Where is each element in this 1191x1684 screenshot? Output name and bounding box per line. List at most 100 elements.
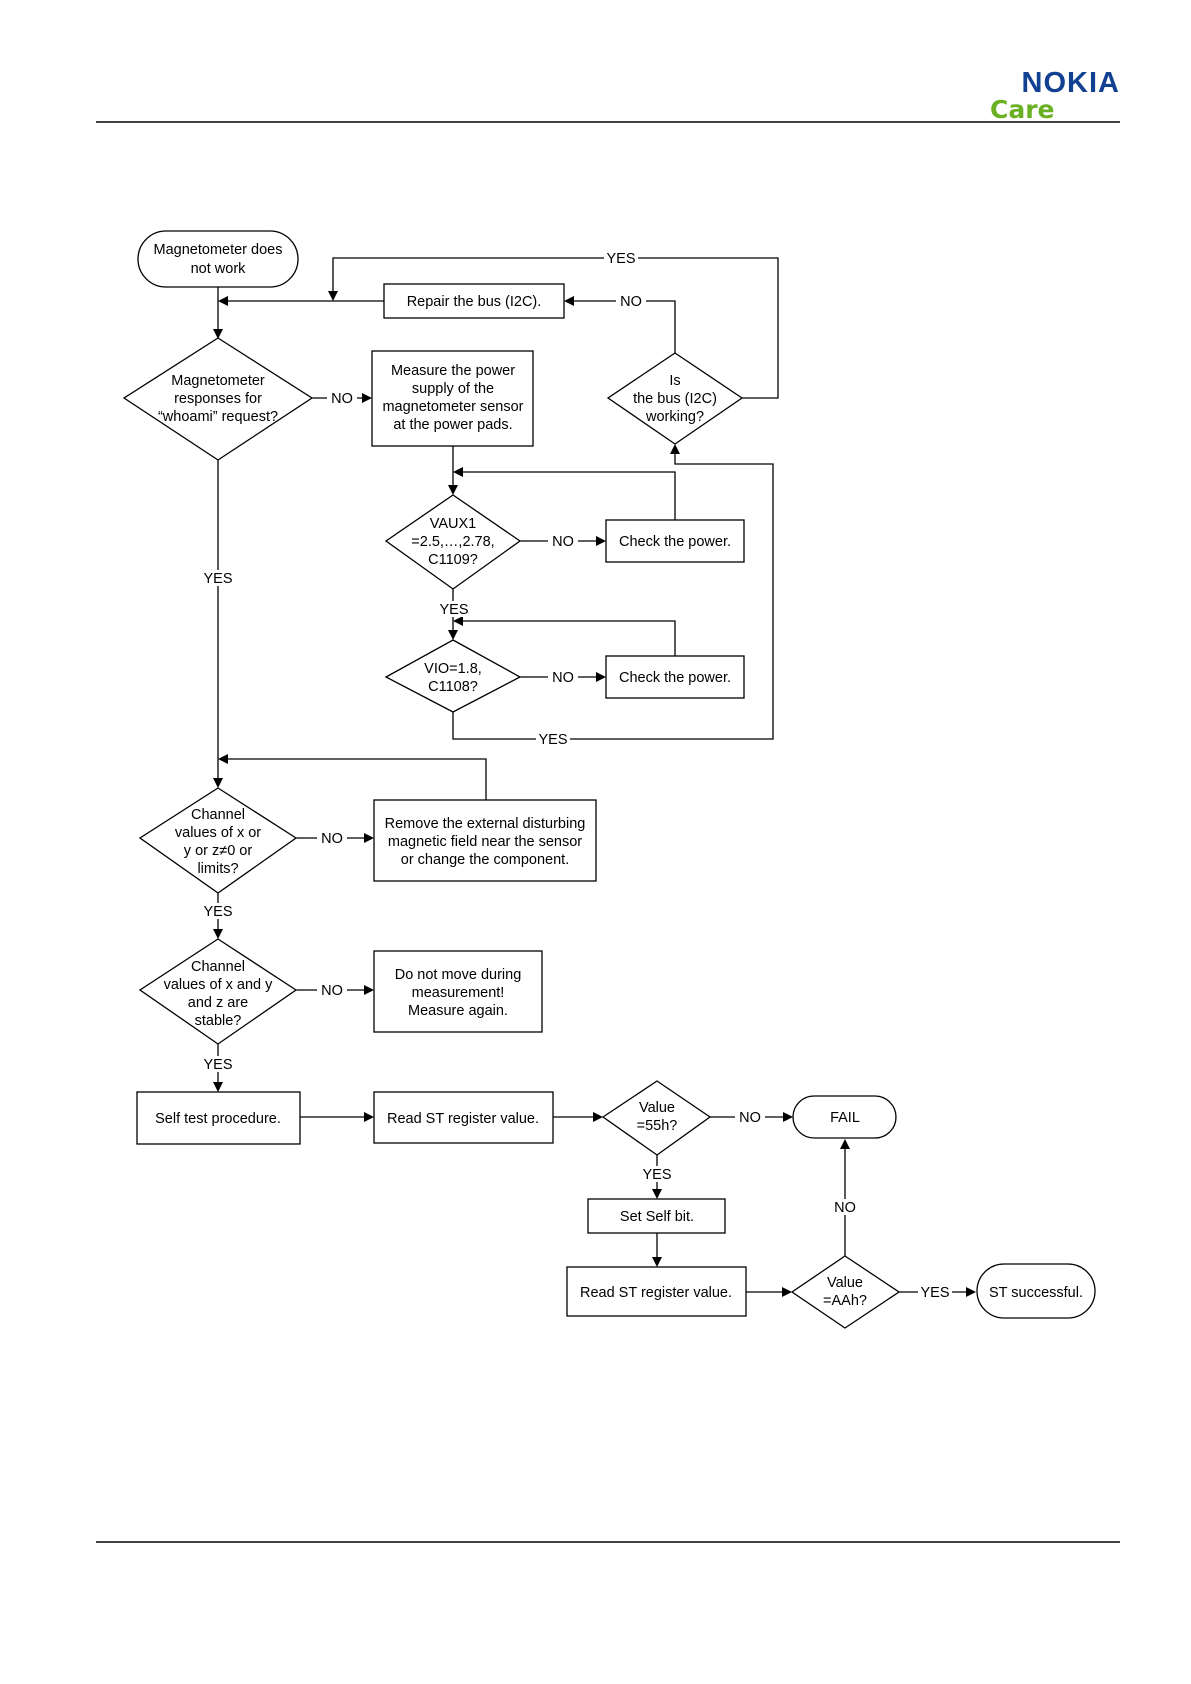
check-power-1-text: Check the power.: [619, 534, 731, 550]
arrow-aa-yes: [966, 1287, 976, 1297]
value-aa-decision: [790, 1255, 901, 1329]
arrow-set-to-read2: [652, 1257, 662, 1267]
do-not-move-text-1: Do not move during: [395, 967, 522, 983]
channel-stable-decision: [138, 938, 298, 1045]
node-shapes: [122, 230, 1096, 1329]
nokia-care-logo: NOKIA Care: [990, 67, 1120, 124]
start-text-1: Magnetometer does: [154, 242, 283, 258]
start-terminator: [137, 230, 299, 288]
measure-power-box: [371, 350, 534, 447]
channel-limits-decision: [138, 787, 298, 894]
start-text-2: not work: [191, 261, 247, 277]
edge-remove-back: [226, 758, 487, 800]
label-vaux1-yes: YES: [439, 602, 468, 618]
arrow-check2-back: [453, 616, 463, 626]
label-55-yes: YES: [642, 1167, 671, 1183]
bus-working-text-3: working?: [645, 409, 704, 425]
label-whoami-no: NO: [331, 391, 353, 407]
whoami-text-1: Magnetometer: [171, 373, 265, 389]
label-vio-yes: YES: [538, 732, 567, 748]
arrow-stable-yes: [213, 1082, 223, 1092]
bus-working-text-2: the bus (I2C): [633, 391, 717, 407]
edge-labels: YES NO NO NO YES NO YES YES NO YES NO YE…: [201, 250, 952, 1301]
vaux1-decision: [384, 494, 522, 590]
arrow-read2-to-aa: [782, 1287, 792, 1297]
arrow-stable-no: [364, 985, 374, 995]
fail-terminator: [792, 1095, 897, 1139]
label-stable-yes: YES: [203, 1057, 232, 1073]
measure-power-text-3: magnetometer sensor: [382, 399, 523, 415]
edge-bus-no: [572, 300, 676, 353]
channel-limits-text-3: y or z≠0 or: [184, 843, 253, 859]
arrow-whoami-no: [362, 393, 372, 403]
read-st-2-box: [566, 1266, 747, 1317]
remove-field-text-1: Remove the external disturbing: [385, 816, 586, 832]
logo-nokia-text: NOKIA: [1022, 67, 1120, 99]
label-vaux1-no: NO: [552, 534, 574, 550]
channel-stable-text-3: and z are: [188, 995, 248, 1011]
check-power-2-box: [605, 655, 745, 699]
arrow-limits-yes: [213, 929, 223, 939]
node-texts: Magnetometer does not work Repair the bu…: [154, 242, 1084, 1309]
label-whoami-yes: YES: [203, 571, 232, 587]
arrow-start-to-whoami: [213, 329, 223, 339]
set-self-text: Set Self bit.: [620, 1209, 694, 1225]
edge-bus-yes: [332, 257, 779, 399]
arrow-repair-to-main: [218, 296, 228, 306]
edge-check2-back: [461, 620, 676, 656]
success-terminator: [976, 1263, 1096, 1319]
arrow-vio-yes: [670, 444, 680, 454]
remove-field-text-3: or change the component.: [401, 852, 569, 868]
fail-text: FAIL: [830, 1110, 860, 1126]
channel-stable-text-2: values of x and y: [164, 977, 274, 993]
arrow-bus-no: [564, 296, 574, 306]
arrow-aa-no: [840, 1139, 850, 1149]
repair-bus-text: Repair the bus (I2C).: [407, 294, 542, 310]
success-text: ST successful.: [989, 1285, 1083, 1301]
vaux1-text-2: =2.5,…,2.78,: [411, 534, 494, 550]
arrow-bus-yes: [328, 291, 338, 301]
value-aa-text-1: Value: [827, 1275, 863, 1291]
self-test-box: [136, 1091, 301, 1145]
set-self-box: [587, 1198, 726, 1234]
read-st-1-box: [373, 1091, 554, 1144]
channel-limits-text-1: Channel: [191, 807, 245, 823]
arrow-read1-to-55: [593, 1112, 603, 1122]
channel-limits-text-4: limits?: [197, 861, 238, 877]
do-not-move-text-2: measurement!: [412, 985, 505, 1001]
arrow-remove-back: [218, 754, 228, 764]
vio-text-1: VIO=1.8,: [424, 661, 482, 677]
do-not-move-text-3: Measure again.: [408, 1003, 508, 1019]
read-st-1-text: Read ST register value.: [387, 1111, 539, 1127]
connectors: [213, 257, 976, 1297]
arrow-check1-back: [453, 467, 463, 477]
measure-power-text-2: supply of the: [412, 381, 494, 397]
remove-field-text-2: magnetic field near the sensor: [388, 834, 582, 850]
value-55-text-1: Value: [639, 1100, 675, 1116]
whoami-decision: [122, 337, 314, 461]
arrow-vaux1-yes: [448, 630, 458, 640]
arrow-vaux1-no: [596, 536, 606, 546]
arrow-limits-no: [364, 833, 374, 843]
label-bus-no: NO: [620, 294, 642, 310]
arrow-55-yes: [652, 1189, 662, 1199]
whoami-text-2: responses for: [174, 391, 262, 407]
arrow-whoami-yes: [213, 778, 223, 788]
whoami-text-3: “whoami” request?: [158, 409, 278, 425]
label-limits-no: NO: [321, 831, 343, 847]
repair-bus-box: [383, 283, 565, 319]
label-aa-no: NO: [834, 1200, 856, 1216]
value-aa-text-2: =AAh?: [823, 1293, 867, 1309]
arrow-self-to-read1: [364, 1112, 374, 1122]
bus-working-text-1: Is: [669, 373, 680, 389]
check-power-2-text: Check the power.: [619, 670, 731, 686]
logo-care-text: Care: [990, 95, 1055, 124]
check-power-1-box: [605, 519, 745, 563]
vio-decision: [384, 639, 522, 713]
edge-check1-back: [461, 471, 676, 520]
value-55-text-2: =55h?: [637, 1118, 678, 1134]
measure-power-text-4: at the power pads.: [393, 417, 512, 433]
label-55-no: NO: [739, 1110, 761, 1126]
measure-power-text-1: Measure the power: [391, 363, 515, 379]
